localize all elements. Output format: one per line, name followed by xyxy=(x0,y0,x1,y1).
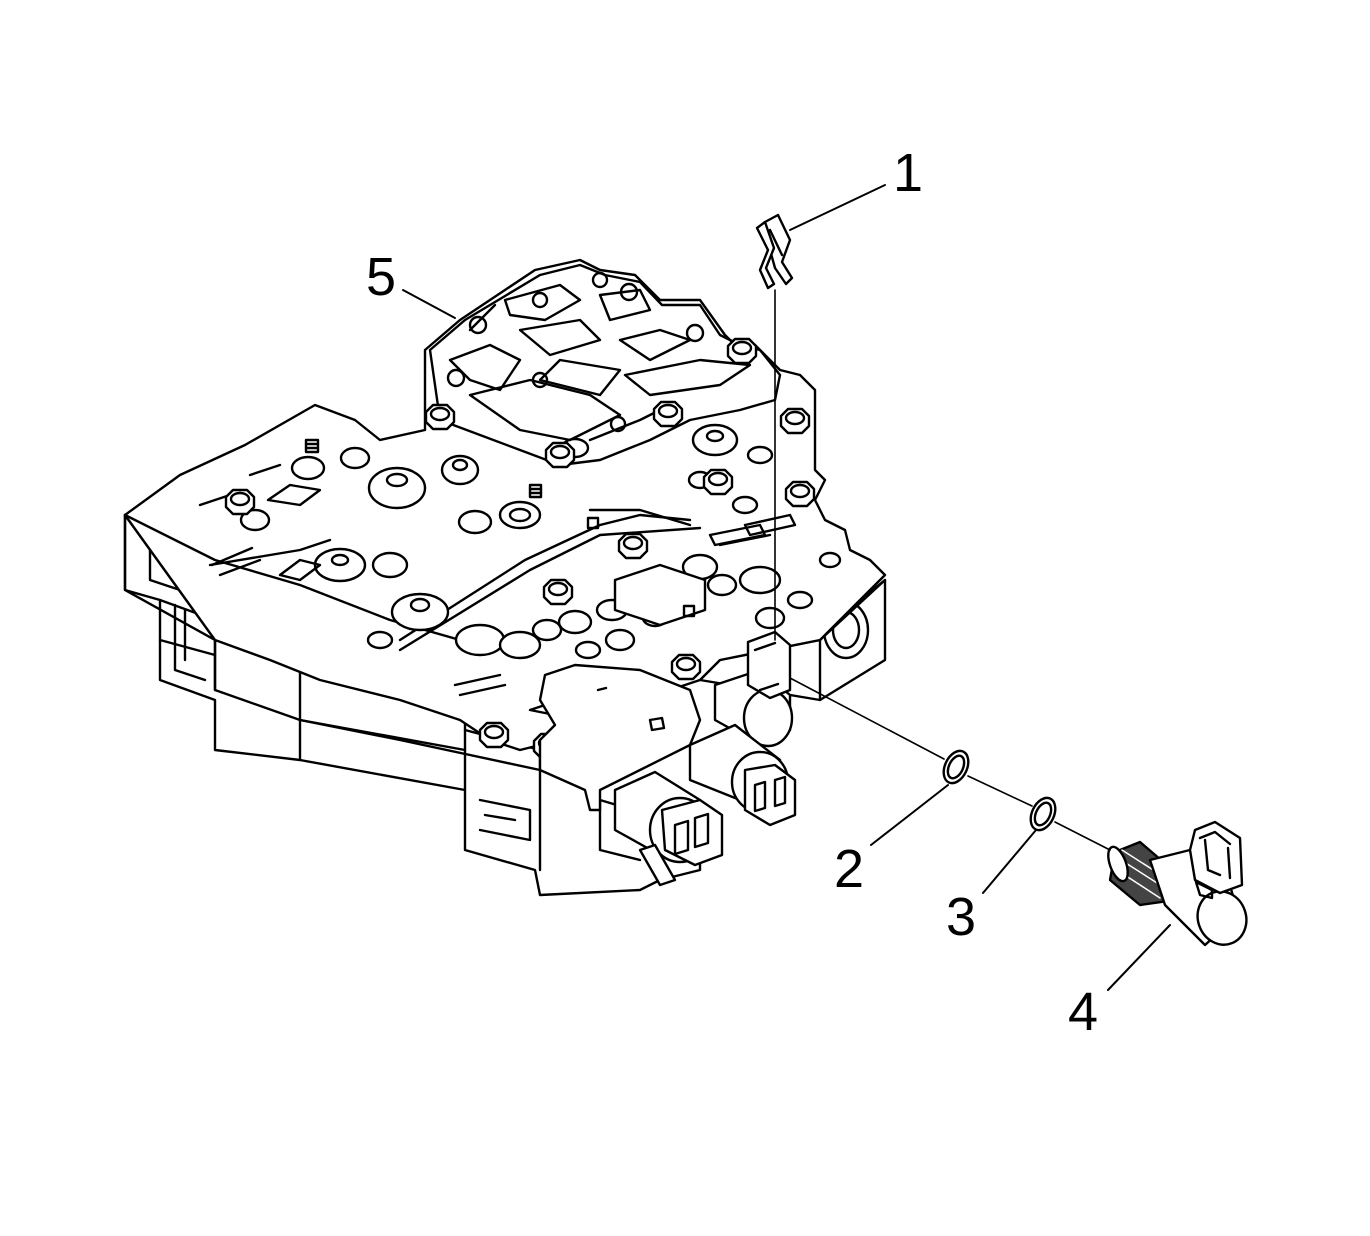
assembly-lines xyxy=(774,289,1111,851)
valve-bores xyxy=(239,423,842,660)
callout-4: 4 xyxy=(1068,982,1099,1042)
bolts xyxy=(224,337,816,760)
callout-2: 2 xyxy=(834,839,865,899)
leader-lines xyxy=(402,184,1171,991)
o-ring-2 xyxy=(942,749,970,785)
callout-1: 1 xyxy=(893,143,924,203)
installed-solenoids xyxy=(613,668,797,887)
valve-body-assembly xyxy=(123,258,887,897)
pressure-control-solenoid xyxy=(1107,820,1248,947)
callout-5: 5 xyxy=(366,247,397,307)
o-ring-3 xyxy=(1029,796,1057,832)
retainer-clip xyxy=(755,213,794,290)
set-screws xyxy=(304,438,696,618)
callout-3: 3 xyxy=(946,887,977,947)
